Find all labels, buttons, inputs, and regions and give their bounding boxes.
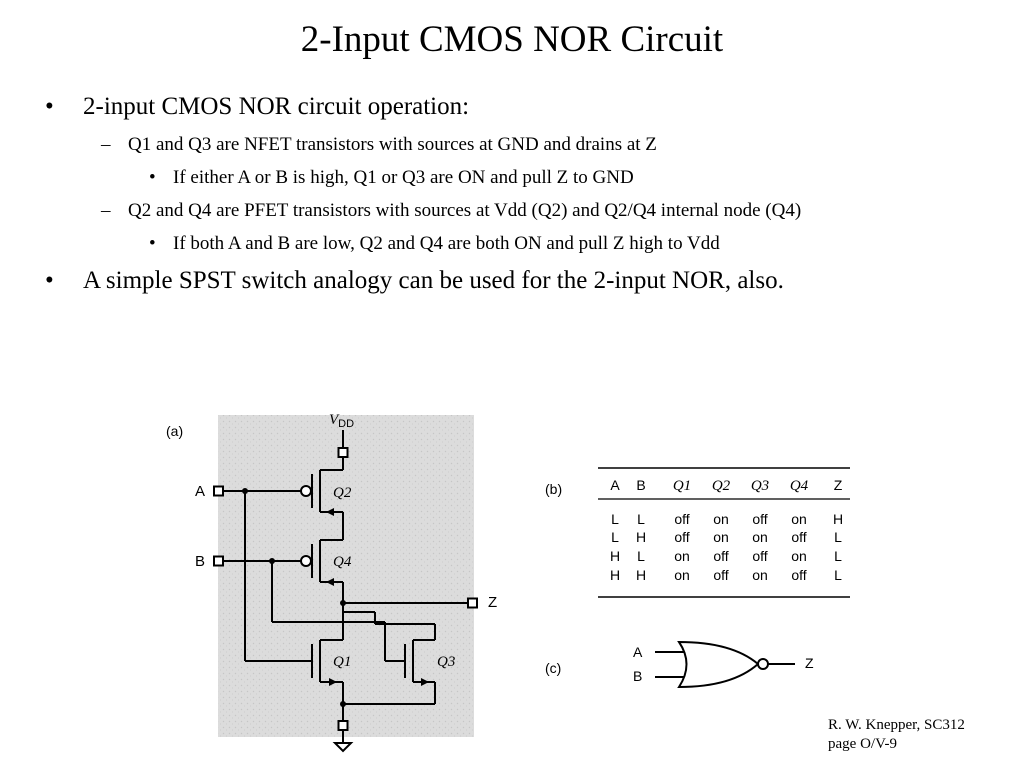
- table-cell: on: [713, 511, 729, 527]
- table-cell: on: [752, 529, 768, 545]
- input-a-label: A: [195, 483, 205, 500]
- schematic-background: [218, 415, 474, 737]
- table-cell: off: [791, 567, 806, 583]
- table-cell: L: [637, 548, 645, 564]
- nor-gate-symbol: [655, 640, 795, 689]
- q3-label: Q3: [437, 654, 455, 670]
- sub-bullet-text: Q2 and Q4 are PFET transistors with sour…: [128, 200, 802, 221]
- table-cell: L: [834, 567, 842, 583]
- bullet-marker: •: [45, 267, 54, 294]
- sub-bullet-text: Q1 and Q3 are NFET transistors with sour…: [128, 134, 657, 155]
- table-cell: on: [713, 529, 729, 545]
- sub-sub-bullet-item: • If both A and B are low, Q2 and Q4 are…: [149, 232, 720, 256]
- bullet-marker: •: [149, 167, 156, 188]
- table-cell: on: [752, 567, 768, 583]
- output-z-label: Z: [488, 594, 497, 611]
- bullet-item: • A simple SPST switch analogy can be us…: [45, 266, 784, 296]
- q1-label: Q1: [333, 654, 351, 670]
- q2-label: Q2: [333, 485, 352, 501]
- schematic-panel: (a) VDD: [166, 412, 497, 753]
- table-cell: on: [791, 511, 807, 527]
- sub-sub-bullet-text: If both A and B are low, Q2 and Q4 are b…: [173, 233, 720, 254]
- table-header: Q3: [751, 478, 769, 494]
- table-cell: L: [637, 511, 645, 527]
- sub-sub-bullet-text: If either A or B is high, Q1 or Q3 are O…: [173, 167, 634, 188]
- gate-input-a-label: A: [633, 644, 643, 660]
- table-header: Q2: [712, 478, 731, 494]
- dash-marker: –: [101, 200, 111, 221]
- input-b-label: B: [195, 553, 205, 570]
- sub-sub-bullet-item: • If either A or B is high, Q1 or Q3 are…: [149, 166, 634, 190]
- slide-footer: R. W. Knepper, SC312 page O/V-9: [828, 716, 965, 754]
- panel-a-label: (a): [166, 423, 183, 439]
- table-cell: H: [833, 511, 843, 527]
- gate-output-z-label: Z: [805, 655, 814, 671]
- table-header: Q4: [790, 478, 809, 494]
- dash-marker: –: [101, 134, 111, 155]
- sub-bullet-item: – Q2 and Q4 are PFET transistors with so…: [101, 199, 802, 223]
- table-cell: L: [611, 529, 619, 545]
- truth-table-panel: (b) A B Q1 Q2 Q3 Q4 Z L L off on off on …: [545, 467, 850, 598]
- bullet-text: 2-input CMOS NOR circuit operation:: [83, 93, 470, 120]
- bullet-item: • 2-input CMOS NOR circuit operation:: [45, 92, 470, 122]
- table-header: B: [636, 477, 645, 493]
- table-cell: off: [752, 511, 767, 527]
- table-row: L H off on on off L: [611, 529, 842, 545]
- table-cell: off: [791, 529, 806, 545]
- table-cell: L: [611, 511, 619, 527]
- table-row: H L on off off on L: [610, 548, 842, 564]
- footer-author: R. W. Knepper, SC312: [828, 717, 965, 733]
- sub-bullet-item: – Q1 and Q3 are NFET transistors with so…: [101, 133, 657, 157]
- table-cell: off: [674, 529, 689, 545]
- table-cell: H: [636, 567, 646, 583]
- table-cell: off: [674, 511, 689, 527]
- table-cell: H: [610, 567, 620, 583]
- table-cell: L: [834, 548, 842, 564]
- table-row: H H on off on off L: [610, 567, 842, 583]
- bullet-marker: •: [149, 233, 156, 254]
- table-header: Z: [834, 477, 843, 493]
- bullet-marker: •: [45, 93, 54, 120]
- table-header: Q1: [673, 478, 691, 494]
- q4-label: Q4: [333, 554, 352, 570]
- slide-title: 2-Input CMOS NOR Circuit: [300, 19, 724, 60]
- table-row: L L off on off on H: [611, 511, 843, 527]
- panel-b-label: (b): [545, 481, 562, 497]
- footer-page: page O/V-9: [828, 736, 898, 752]
- table-cell: off: [713, 567, 728, 583]
- bullet-text: A simple SPST switch analogy can be used…: [83, 267, 784, 294]
- table-cell: off: [713, 548, 728, 564]
- vdd-label: VDD: [329, 412, 354, 430]
- gate-input-b-label: B: [633, 668, 642, 684]
- table-header: A: [610, 477, 620, 493]
- table-cell: H: [610, 548, 620, 564]
- table-cell: on: [674, 548, 690, 564]
- panel-c-label: (c): [545, 660, 561, 676]
- table-cell: H: [636, 529, 646, 545]
- table-cell: L: [834, 529, 842, 545]
- table-cell: on: [674, 567, 690, 583]
- table-cell: off: [752, 548, 767, 564]
- table-body: L L off on off on H L H off on on off L …: [610, 511, 843, 583]
- table-cell: on: [791, 548, 807, 564]
- nor-gate-panel: (c) A B Z: [545, 640, 814, 689]
